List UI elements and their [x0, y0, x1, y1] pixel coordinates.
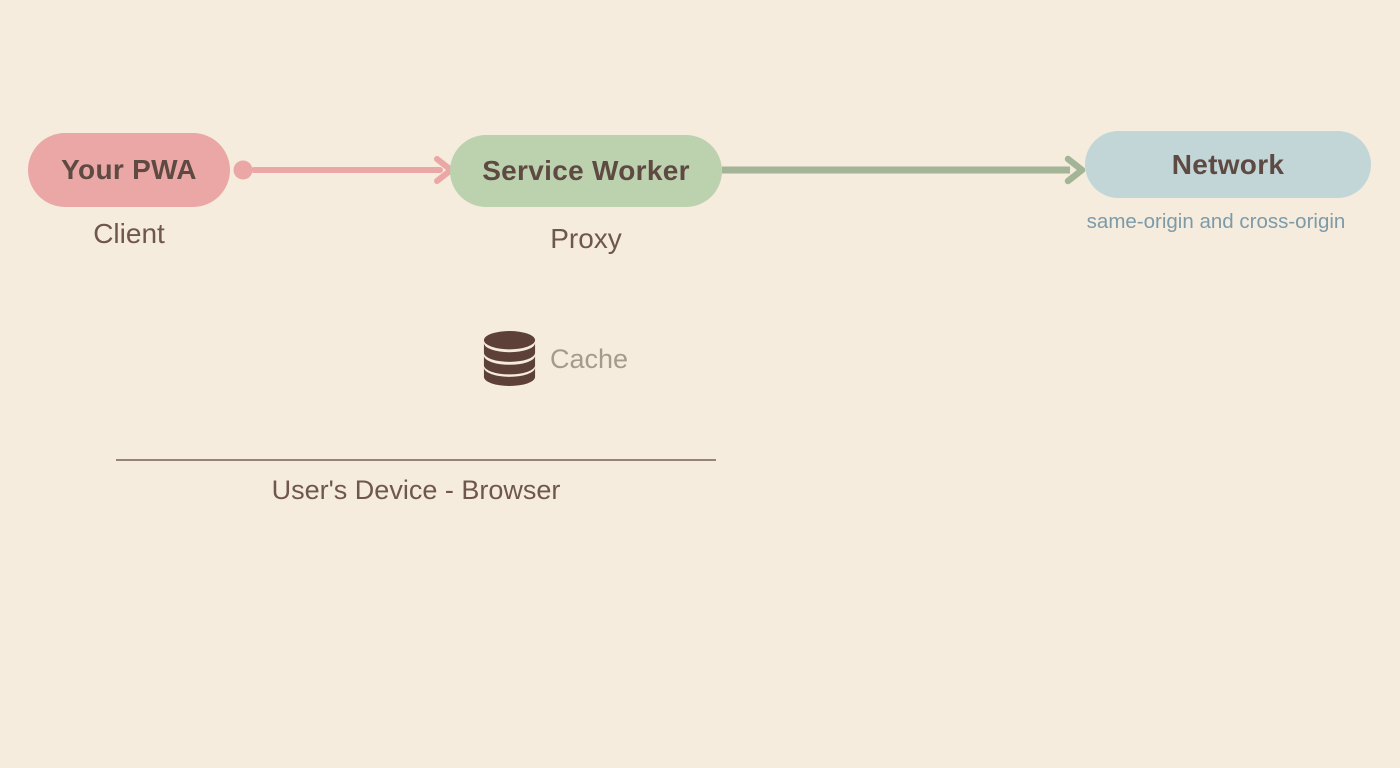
arrowhead-icon: [1064, 155, 1086, 185]
database-icon: [483, 331, 536, 386]
pwa-to-service-worker-arrow: [233, 156, 454, 184]
service-worker-node-label: Service Worker: [482, 155, 690, 186]
service-worker-node: Service Worker: [450, 135, 722, 207]
service-worker-node-sublabel: Proxy: [550, 223, 622, 254]
service-worker-to-network-arrow: [722, 155, 1086, 185]
pwa-node-label: Your PWA: [61, 154, 197, 185]
pwa-node-sublabel: Client: [93, 218, 165, 249]
device-boundary-label: User's Device - Browser: [271, 475, 561, 505]
arrow-origin-dot: [233, 160, 253, 180]
network-node-sublabel: same-origin and cross-origin: [1086, 210, 1346, 233]
network-node-label: Network: [1171, 148, 1285, 180]
cache-label: Cache: [550, 343, 629, 374]
device-boundary-line: [116, 459, 716, 461]
cache-group: Cache: [483, 331, 628, 386]
network-node: Network: [1085, 131, 1371, 198]
pwa-node: Your PWA: [28, 133, 230, 207]
